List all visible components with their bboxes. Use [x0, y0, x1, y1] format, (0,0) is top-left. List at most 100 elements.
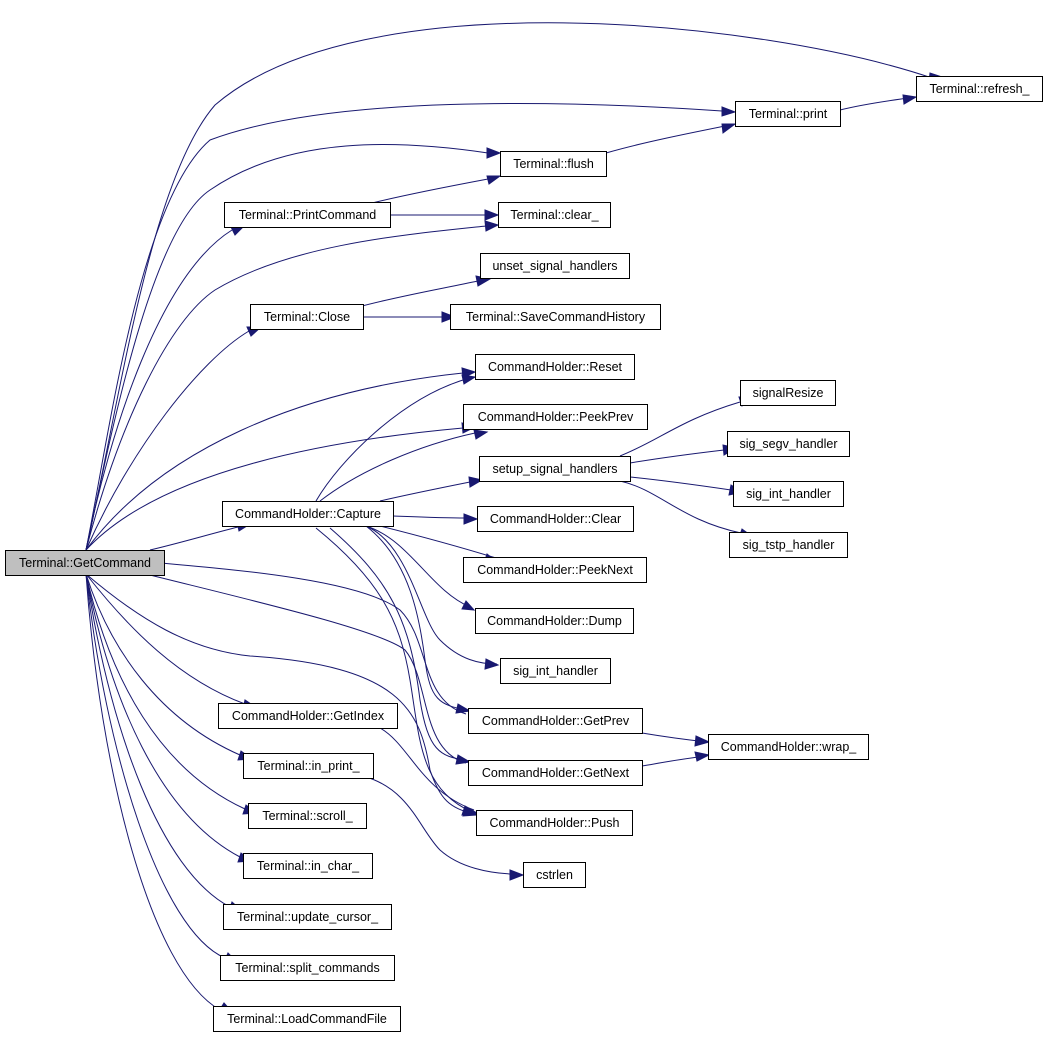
node-sig-segv-handler[interactable]: sig_segv_handler — [727, 431, 850, 457]
svg-text:CommandHolder::PeekPrev: CommandHolder::PeekPrev — [478, 410, 634, 424]
edge-capture-sigint2 — [365, 525, 498, 665]
arrow-chclear — [463, 513, 479, 525]
edge-getcommand-capture — [149, 526, 239, 551]
edge-capture-dump — [365, 525, 471, 608]
arrow-wrap-2 — [694, 751, 711, 762]
edge-capture-peeknext — [379, 525, 497, 559]
arrow-setup — [468, 476, 484, 488]
svg-text:Terminal::clear_: Terminal::clear_ — [510, 208, 599, 222]
edge-close-unset — [361, 280, 479, 307]
svg-text:setup_signal_handlers: setup_signal_handlers — [492, 462, 617, 476]
node-load-command-file[interactable]: Terminal::LoadCommandFile — [213, 1006, 401, 1032]
arrow-peekprev-2 — [473, 429, 489, 440]
edge-getcommand-print — [85, 102, 723, 551]
edge-capture-getnext — [329, 527, 467, 761]
svg-text:Terminal::in_char_: Terminal::in_char_ — [257, 859, 360, 873]
node-sig-int-handler-2[interactable]: sig_int_handler — [500, 658, 611, 684]
svg-text:CommandHolder::Clear: CommandHolder::Clear — [490, 512, 621, 526]
svg-text:sig_tstp_handler: sig_tstp_handler — [743, 538, 835, 552]
node-reset[interactable]: CommandHolder::Reset — [475, 354, 635, 380]
edge-inprint-cstrlen — [365, 776, 512, 875]
svg-text:Terminal::print: Terminal::print — [749, 107, 828, 121]
svg-text:CommandHolder::Capture: CommandHolder::Capture — [235, 507, 381, 521]
edge-getcommand-printcommand — [85, 229, 233, 551]
arrow-savehistory — [441, 311, 457, 323]
svg-text:Terminal::flush: Terminal::flush — [513, 157, 594, 171]
node-refresh[interactable]: Terminal::refresh_ — [916, 76, 1043, 102]
edge-getcommand-clear — [85, 225, 487, 551]
node-wrap[interactable]: CommandHolder::wrap_ — [708, 734, 869, 760]
edge-capture-push — [315, 527, 475, 814]
edge-capture-peekprev — [319, 432, 476, 502]
node-in-char[interactable]: Terminal::in_char_ — [243, 853, 373, 879]
node-split-commands[interactable]: Terminal::split_commands — [220, 955, 395, 981]
node-print[interactable]: Terminal::print — [735, 101, 841, 127]
node-capture[interactable]: CommandHolder::Capture — [222, 501, 394, 527]
node-sig-int-handler-1[interactable]: sig_int_handler — [733, 481, 844, 507]
edge-getcommand-updatecursor — [85, 573, 231, 908]
node-flush[interactable]: Terminal::flush — [500, 151, 607, 177]
arrow-flush-1 — [486, 147, 502, 159]
node-getnext[interactable]: CommandHolder::GetNext — [468, 760, 643, 786]
svg-text:Terminal::update_cursor_: Terminal::update_cursor_ — [237, 910, 379, 924]
node-save-command-history[interactable]: Terminal::SaveCommandHistory — [450, 304, 661, 330]
node-printcommand[interactable]: Terminal::PrintCommand — [224, 202, 391, 228]
node-close[interactable]: Terminal::Close — [250, 304, 364, 330]
edge-capture-setup — [379, 481, 471, 502]
arrow-cstrlen — [509, 869, 525, 881]
edge-capture-chclear — [392, 515, 466, 519]
svg-text:Terminal::scroll_: Terminal::scroll_ — [262, 809, 353, 823]
node-in-print[interactable]: Terminal::in_print_ — [243, 753, 374, 779]
edge-getcommand-inprint — [85, 573, 241, 756]
arrow-getprev-1 — [455, 703, 472, 714]
svg-text:Terminal::SaveCommandHistory: Terminal::SaveCommandHistory — [466, 310, 646, 324]
node-getindex[interactable]: CommandHolder::GetIndex — [218, 703, 398, 729]
edge-getcommand-getnext — [149, 574, 467, 764]
node-push[interactable]: CommandHolder::Push — [476, 810, 633, 836]
svg-text:Terminal::in_print_: Terminal::in_print_ — [257, 759, 360, 773]
arrow-clear-2 — [484, 209, 500, 221]
node-commandholder-clear[interactable]: CommandHolder::Clear — [477, 506, 634, 532]
svg-text:CommandHolder::GetPrev: CommandHolder::GetPrev — [482, 714, 630, 728]
arrow-print-2 — [721, 123, 737, 134]
svg-text:CommandHolder::Push: CommandHolder::Push — [490, 816, 620, 830]
arrow-clear-1 — [484, 220, 500, 232]
node-getcommand[interactable]: Terminal::GetCommand — [5, 550, 165, 576]
node-setup-signal-handlers[interactable]: setup_signal_handlers — [479, 456, 631, 482]
svg-text:sig_int_handler: sig_int_handler — [513, 664, 598, 678]
node-getprev[interactable]: CommandHolder::GetPrev — [468, 708, 643, 734]
node-clear-underscore[interactable]: Terminal::clear_ — [498, 202, 611, 228]
svg-text:CommandHolder::GetIndex: CommandHolder::GetIndex — [232, 709, 385, 723]
edge-getcommand-peekprev — [85, 427, 464, 551]
svg-text:Terminal::Close: Terminal::Close — [264, 310, 350, 324]
node-peeknext[interactable]: CommandHolder::PeekNext — [463, 557, 647, 583]
edge-getcommand-flush — [85, 144, 489, 551]
edge-getcommand-split — [85, 573, 226, 959]
arrow-push-2 — [461, 805, 479, 816]
svg-text:CommandHolder::Reset: CommandHolder::Reset — [488, 360, 623, 374]
svg-text:sig_segv_handler: sig_segv_handler — [740, 437, 838, 451]
arrow-dump — [461, 600, 476, 611]
node-cstrlen[interactable]: cstrlen — [523, 862, 586, 888]
edge-getcommand-getprev — [149, 561, 467, 715]
node-unset-signal-handlers[interactable]: unset_signal_handlers — [480, 253, 630, 279]
edge-printcommand-flush — [367, 178, 489, 205]
node-sig-tstp-handler[interactable]: sig_tstp_handler — [729, 532, 848, 558]
edge-flush-print — [605, 123, 736, 154]
edge-capture-getprev — [365, 525, 467, 711]
node-dump[interactable]: CommandHolder::Dump — [475, 608, 634, 634]
node-scroll[interactable]: Terminal::scroll_ — [248, 803, 367, 829]
edge-getcommand-close — [85, 330, 250, 551]
arrow-reset-2 — [461, 374, 477, 385]
node-peekprev[interactable]: CommandHolder::PeekPrev — [463, 404, 648, 430]
edge-getcommand-loadfile — [85, 573, 221, 1011]
arrow-wrap-1 — [694, 735, 711, 747]
edge-setup-sigsegv — [629, 449, 725, 464]
svg-text:CommandHolder::GetNext: CommandHolder::GetNext — [482, 766, 630, 780]
edge-capture-reset — [315, 379, 464, 502]
edge-getindex-push — [379, 727, 475, 811]
node-update-cursor[interactable]: Terminal::update_cursor_ — [223, 904, 392, 930]
edge-setup-sigint1 — [629, 476, 732, 491]
node-signal-resize[interactable]: signalResize — [740, 380, 836, 406]
